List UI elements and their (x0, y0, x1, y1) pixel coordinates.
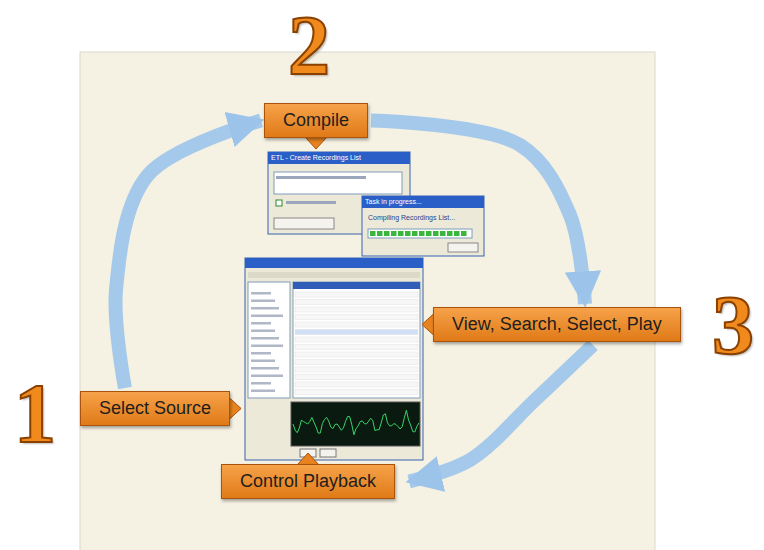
step-number: 1 (14, 372, 56, 456)
callout-box: Control Playback (221, 464, 395, 499)
callout-text: Control Playback (240, 471, 376, 492)
step-number: 3 (712, 284, 754, 368)
callout-text: Compile (283, 110, 349, 131)
callout-pointer (305, 137, 327, 149)
callout-pointer (229, 398, 241, 420)
background-panel (80, 52, 655, 550)
callout-box: Compile (264, 103, 368, 138)
screenshot-text: ETL - Create Recordings List (271, 154, 361, 161)
callout-box: View, Search, Select, Play (433, 307, 681, 342)
screenshot-text: Compiling Recordings List... (368, 214, 455, 221)
callout-text: View, Search, Select, Play (452, 314, 662, 335)
step-number: 2 (288, 4, 330, 88)
callout-box: Select Source (80, 391, 230, 426)
cycle-arrow (371, 121, 585, 305)
main-window (245, 258, 423, 460)
callout-text: Select Source (99, 398, 211, 419)
progress-dialog (362, 196, 484, 256)
cycle-arrow (409, 345, 593, 482)
cycle-arrow (116, 121, 261, 389)
screenshot-text: Task in progress... (365, 198, 422, 205)
